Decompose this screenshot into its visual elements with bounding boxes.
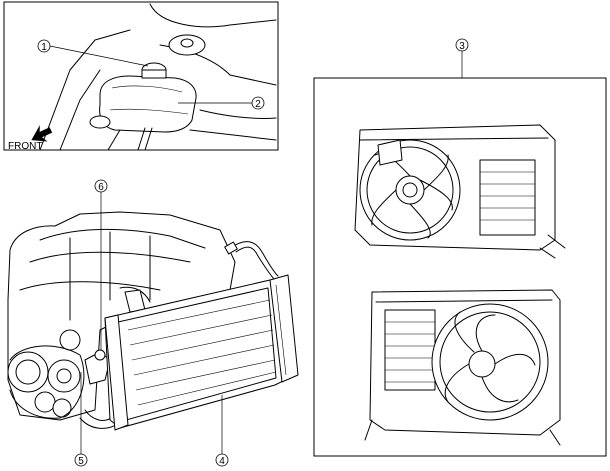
callout-1-label: 1 xyxy=(41,42,47,53)
callout-2-label: 2 xyxy=(255,99,261,110)
callout-4-label: 4 xyxy=(219,456,225,467)
fan-unit-rear-view xyxy=(354,124,566,259)
inset-frame xyxy=(3,1,279,151)
reservoir-inset: 1 2 FRONT xyxy=(3,1,279,152)
callout-1-leader xyxy=(49,45,149,67)
fan-panel-frame xyxy=(313,77,607,457)
fan-unit-front-view xyxy=(364,289,561,446)
fan-panel: 3 xyxy=(313,38,607,457)
engine-radiator-assembly: 6 5 4 xyxy=(7,179,299,467)
coolant-reservoir xyxy=(99,75,197,133)
crank-pulley xyxy=(7,351,49,393)
front-arrow-icon xyxy=(31,125,53,142)
callout-6-label: 6 xyxy=(98,182,104,193)
front-direction-label: FRONT xyxy=(8,141,42,152)
callout-3-label: 3 xyxy=(459,41,465,52)
callout-5-label: 5 xyxy=(78,456,84,467)
